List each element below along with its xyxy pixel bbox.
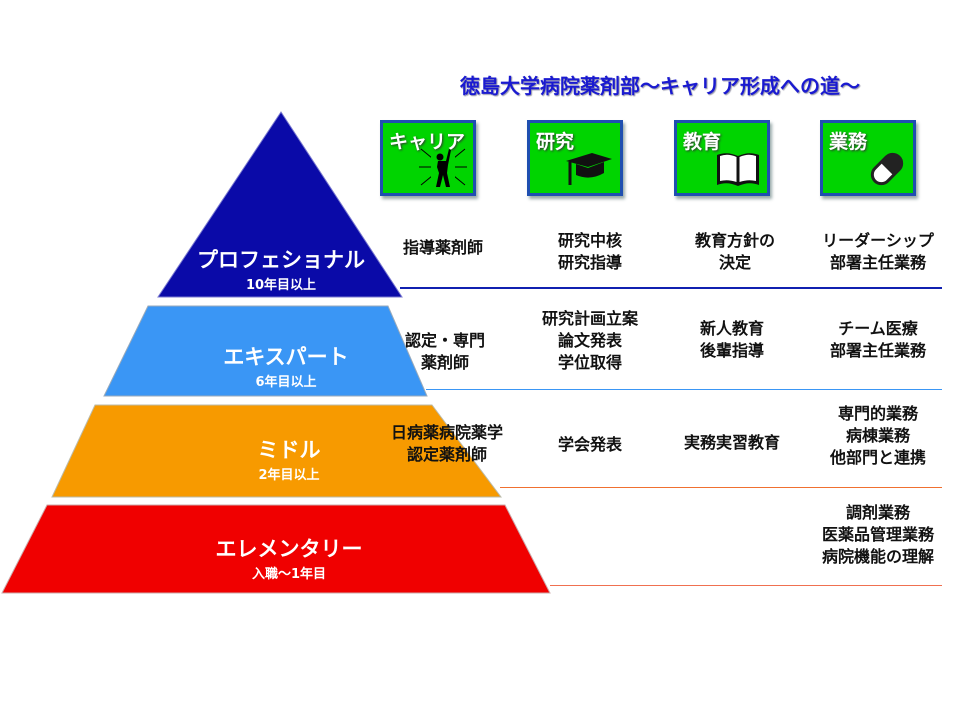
cell-line: 決定: [718, 253, 751, 272]
divider-professional: [400, 287, 942, 289]
cell-elementary-operations: 調剤業務医薬品管理業務病院機能の理解: [803, 502, 953, 568]
cell-expert-career: 認定・専門薬剤師: [370, 330, 520, 374]
cell-line: 認定・専門: [404, 331, 485, 350]
category-label: 教育: [683, 131, 722, 153]
cell-professional-research: 研究中核研究指導: [515, 230, 665, 274]
level-years: 10年目以上: [245, 278, 317, 293]
pyramid-level-elementary: [1, 504, 551, 594]
cell-line: 論文発表: [557, 331, 622, 350]
level-years: 入職～1年目: [251, 567, 327, 582]
divider-middle: [500, 487, 942, 488]
pyramid-level-professional: [157, 111, 403, 298]
level-label-professional: プロフェショナル 10年目以上: [181, 244, 381, 293]
cell-middle-research: 学会発表: [515, 434, 665, 456]
divider-expert: [426, 389, 942, 390]
cell-middle-career: 日病薬病院薬学認定薬剤師: [372, 422, 522, 466]
cell-line: 研究計画立案: [541, 309, 638, 328]
level-label-expert: エキスパート 6年目以上: [186, 341, 386, 390]
cell-professional-career: 指導薬剤師: [368, 237, 518, 259]
cell-middle-education: 実務実習教育: [657, 432, 807, 454]
cell-line: 学位取得: [557, 353, 622, 372]
pyramid-level-expert: [103, 305, 428, 397]
cell-line: 研究中核: [557, 231, 622, 250]
cell-middle-operations: 専門的業務病棟業務他部門と連携: [803, 403, 953, 469]
level-label-middle: ミドル 2年目以上: [189, 434, 389, 483]
cell-line: 部署主任業務: [829, 341, 926, 360]
cell-line: 病棟業務: [845, 426, 910, 445]
cell-line: リーダーシップ: [822, 231, 934, 250]
capsule-icon: [870, 152, 904, 186]
cell-line: 薬剤師: [420, 353, 469, 372]
divider-elementary: [550, 585, 942, 586]
open-book-icon: [717, 153, 759, 186]
cheering-person-icon: [419, 148, 467, 187]
category-career: キャリア: [380, 120, 476, 196]
cell-line: 日病薬病院薬学: [390, 423, 503, 442]
cell-professional-education: 教育方針の決定: [660, 230, 810, 274]
cell-line: 専門的業務: [837, 404, 918, 423]
cell-expert-education: 新人教育後輩指導: [657, 318, 807, 362]
level-name: エレメンタリー: [215, 537, 363, 561]
cell-line: 認定薬剤師: [406, 445, 487, 464]
cell-line: 調剤業務: [845, 503, 910, 522]
cell-line: 病院機能の理解: [821, 547, 934, 566]
cell-line: 他部門と連携: [829, 448, 926, 467]
cell-line: 新人教育: [699, 319, 764, 338]
cell-line: 研究指導: [557, 253, 622, 272]
pyramid-level-middle: [51, 404, 502, 498]
category-operations: 業務: [820, 120, 916, 196]
category-label: キャリア: [389, 131, 466, 153]
cell-expert-research: 研究計画立案論文発表学位取得: [515, 308, 665, 374]
level-name: ミドル: [257, 438, 321, 462]
cell-line: 指導薬剤師: [402, 238, 483, 257]
level-years: 2年目以上: [258, 468, 320, 483]
level-label-elementary: エレメンタリー 入職～1年目: [189, 533, 389, 582]
level-name: エキスパート: [223, 345, 349, 369]
graduation-cap-icon: [566, 153, 612, 185]
cell-line: 実務実習教育: [683, 433, 780, 452]
cell-expert-operations: チーム医療部署主任業務: [803, 318, 953, 362]
cell-line: 後輩指導: [699, 341, 764, 360]
cell-line: 医薬品管理業務: [821, 525, 934, 544]
level-name: プロフェショナル: [197, 248, 365, 272]
category-research: 研究: [527, 120, 623, 196]
cell-line: 学会発表: [557, 435, 622, 454]
category-label: 研究: [536, 131, 575, 153]
category-education: 教育: [674, 120, 770, 196]
cell-professional-operations: リーダーシップ部署主任業務: [803, 230, 953, 274]
level-years: 6年目以上: [255, 375, 317, 390]
cell-line: チーム医療: [838, 319, 918, 338]
category-label: 業務: [829, 131, 868, 153]
cell-line: 部署主任業務: [829, 253, 926, 272]
slide-title: 徳島大学病院薬剤部～キャリア形成への道～: [460, 74, 860, 98]
cell-line: 教育方針の: [694, 231, 775, 250]
